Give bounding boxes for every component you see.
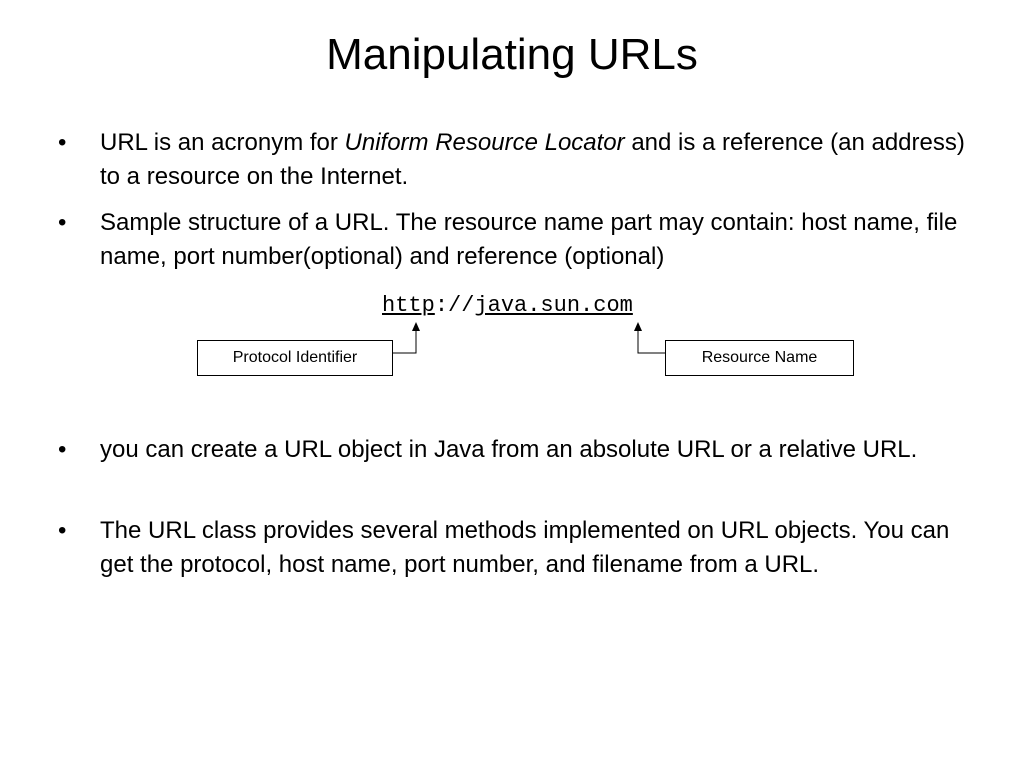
bullet-url-definition: • URL is an acronym for Uniform Resource… [58,126,980,194]
bullet-text: The URL class provides several methods i… [100,517,950,578]
bullet-marker: • [58,209,67,236]
bullet-marker: • [58,517,67,544]
bullet-text: you can create a URL object in Java from… [100,436,918,463]
bullet-text: URL is an acronym for [100,129,345,156]
bullet-url-object: • you can create a URL object in Java fr… [58,433,980,467]
bullet-marker: • [58,129,67,156]
protocol-identifier-box: Protocol Identifier [197,340,393,376]
bullet-text: Sample structure of a URL. The resource … [100,209,958,270]
url-example: http://java.sun.com [382,292,633,320]
resource-arrowhead [634,322,642,331]
protocol-arrowhead [412,322,420,331]
slide-title: Manipulating URLs [326,30,698,79]
bullet-emphasis: Uniform Resource Locator [344,129,625,156]
bullet-url-structure: • Sample structure of a URL. The resourc… [58,206,980,274]
protocol-connector-arrow [392,328,417,354]
url-protocol: http [382,293,435,318]
url-separator: :// [434,293,475,318]
url-resource: java.sun.com [474,293,633,318]
bullet-text-continued: and is a reference (an address) to a res… [100,129,965,190]
resource-name-box: Resource Name [665,340,854,376]
bullet-url-class: • The URL class provides several methods… [58,514,980,582]
bullet-marker: • [58,436,67,463]
resource-connector-arrow [637,328,666,354]
